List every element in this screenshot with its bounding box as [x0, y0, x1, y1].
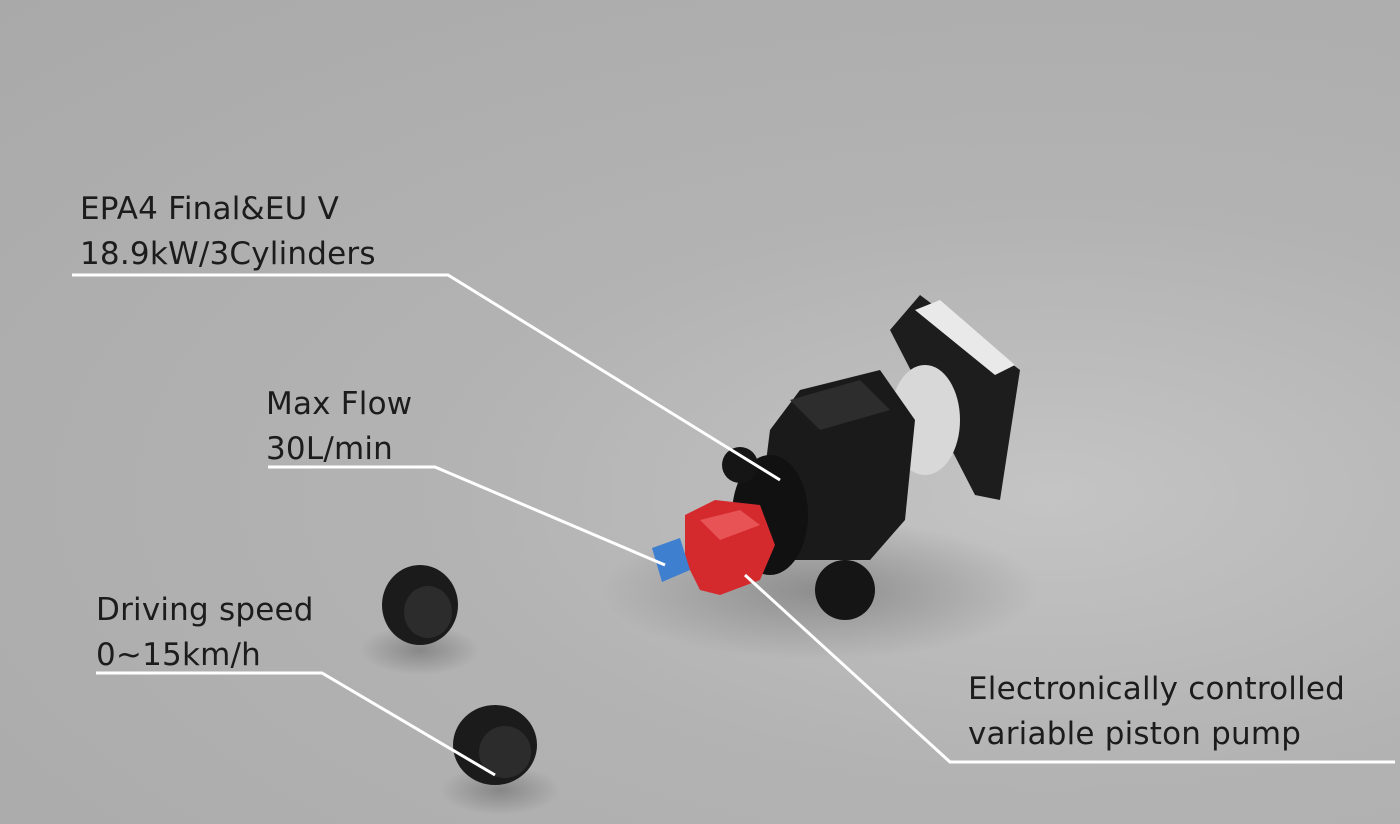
callout-speed-line1: Driving speed	[96, 592, 314, 628]
callout-engine: EPA4 Final&EU V 18.9kW/3Cylinders	[80, 187, 376, 277]
callout-line-speed	[96, 671, 496, 777]
drive-motor-1	[382, 565, 458, 645]
callout-line-flow	[268, 465, 666, 567]
drive-motor-rear	[815, 560, 875, 620]
callout-pump: Electronically controlled variable pisto…	[968, 667, 1345, 757]
callout-flow: Max Flow 30L/min	[266, 382, 412, 472]
callout-line-engine	[72, 273, 781, 482]
blue-motor	[652, 538, 690, 582]
piston-pump	[652, 500, 775, 595]
callout-flow-line2: 30L/min	[266, 431, 394, 467]
callout-speed-line2: 0~15km/h	[96, 637, 261, 673]
callout-speed: Driving speed 0~15km/h	[96, 588, 314, 678]
callout-flow-line1: Max Flow	[266, 386, 413, 422]
callout-line-pump	[743, 573, 1395, 764]
callout-pump-line2: variable piston pump	[968, 716, 1302, 752]
drive-motor-2	[453, 705, 537, 785]
callout-engine-line1: EPA4 Final&EU V	[80, 191, 340, 227]
callout-pump-line1: Electronically controlled	[968, 671, 1346, 707]
callout-engine-line2: 18.9kW/3Cylinders	[80, 236, 376, 272]
